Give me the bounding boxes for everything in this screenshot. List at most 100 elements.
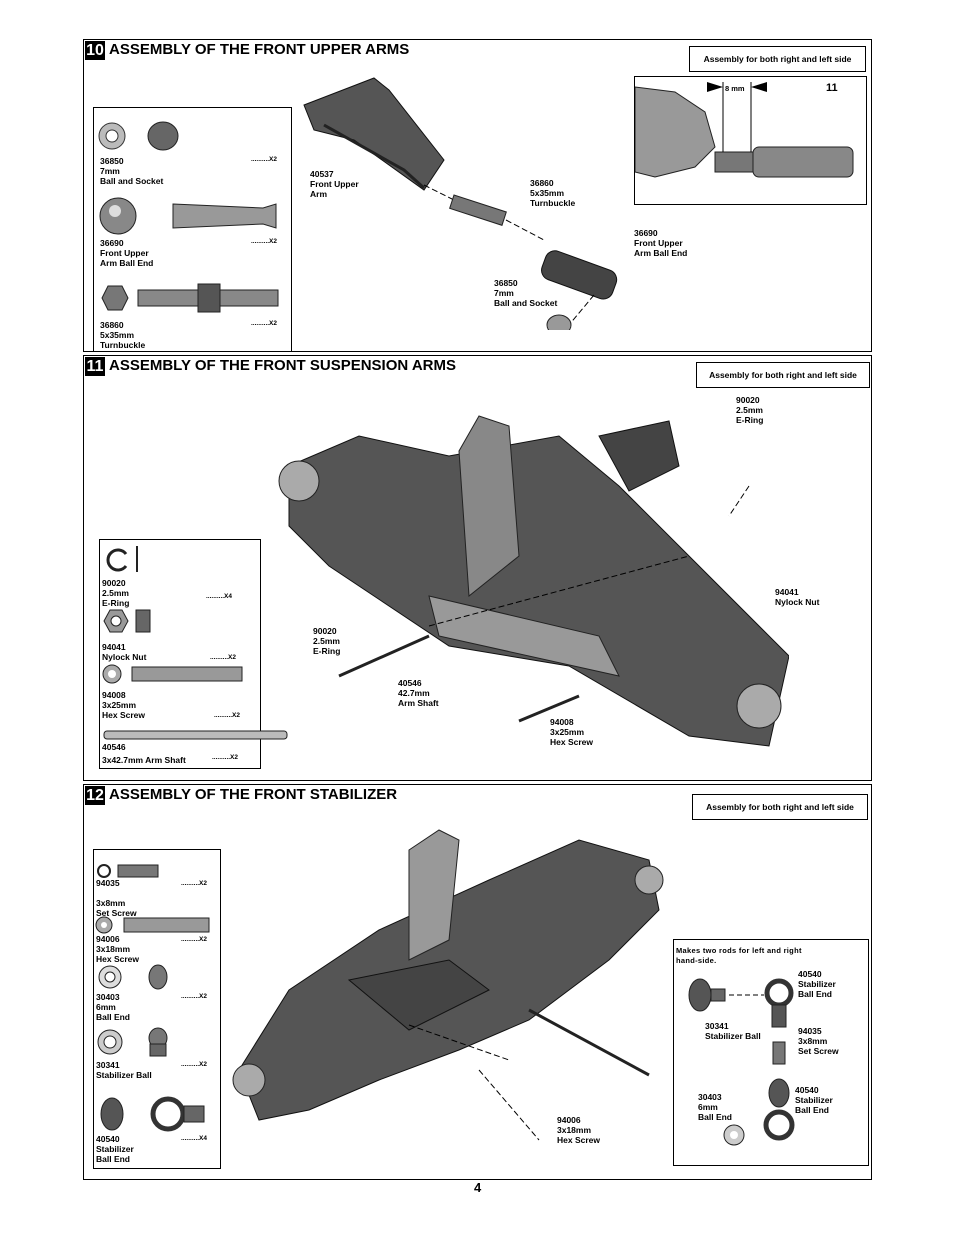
part-desc: 2.5mm E-Ring bbox=[102, 588, 130, 608]
turnbuckle-length-diagram bbox=[635, 82, 854, 178]
part-code: 36860 bbox=[100, 320, 124, 330]
part-code: 90020 bbox=[102, 578, 126, 588]
inset-instruction: Makes two rods for left and right hand-s… bbox=[676, 946, 802, 965]
section-title: ASSEMBLY OF THE FRONT UPPER ARMS bbox=[109, 41, 410, 58]
part-qty: ..........X2 bbox=[181, 1061, 208, 1068]
step-number: 12 bbox=[85, 786, 105, 805]
both-sides-note: Assembly for both right and left side bbox=[696, 362, 870, 388]
part-qty: ..........X4 bbox=[181, 1135, 208, 1142]
step-number: 11 bbox=[85, 357, 105, 376]
part-desc: 7mm Ball and Socket bbox=[100, 166, 164, 186]
part-code: 30341 bbox=[96, 1060, 120, 1070]
part-qty: ..........X2 bbox=[181, 880, 208, 887]
part-qty: ..........X2 bbox=[251, 156, 278, 163]
part-code: 36850 bbox=[100, 156, 124, 166]
part-desc: Stabilizer Ball End bbox=[96, 1144, 134, 1164]
part-code: 94041 bbox=[102, 642, 126, 652]
part-qty: ..........X2 bbox=[214, 712, 241, 719]
section-12: 12 ASSEMBLY OF THE FRONT STABILIZER Asse… bbox=[83, 784, 872, 1180]
part-desc: Front Upper Arm Ball End bbox=[100, 248, 154, 268]
inset-callout-30403: 30403 6mm Ball End bbox=[698, 1092, 733, 1122]
part-code: 94006 bbox=[96, 934, 120, 944]
both-sides-note: Assembly for both right and left side bbox=[692, 794, 868, 820]
part-qty: ..........X2 bbox=[210, 654, 237, 661]
callout-36850: 36850 7mm Ball and Socket bbox=[494, 278, 558, 308]
nylock-nut-icon bbox=[103, 609, 151, 633]
stabilizer-ball-icon bbox=[97, 1027, 168, 1057]
part-94035-label: 94035 3x8mm Set Screw bbox=[96, 878, 137, 918]
dimension-label: 8 mm bbox=[725, 84, 745, 93]
part-qty: ..........X2 bbox=[251, 320, 278, 327]
inset-callout-40540-top: 40540 Stabilizer Ball End bbox=[798, 969, 836, 999]
part-code: 94008 bbox=[102, 690, 126, 700]
section-title: ASSEMBLY OF THE FRONT STABILIZER bbox=[109, 786, 398, 803]
ball-end-icon bbox=[99, 197, 277, 235]
stabilizer-chassis-diagram bbox=[232, 829, 664, 1141]
reference-step: 11 bbox=[826, 82, 838, 94]
hex-screw-icon bbox=[102, 664, 243, 684]
inset-callout-40540-bottom: 40540 Stabilizer Ball End bbox=[795, 1085, 833, 1115]
part-qty: ..........X4 bbox=[206, 593, 233, 600]
arm-shaft-icon bbox=[103, 730, 288, 740]
part-desc: 5x35mm Turnbuckle bbox=[100, 330, 146, 350]
callout-arm-shaft: 40546 42.7mm Arm Shaft bbox=[398, 678, 439, 708]
front-chassis-diagram bbox=[278, 415, 789, 747]
inset-callout-94035: 94035 3x8mm Set Screw bbox=[798, 1026, 839, 1056]
part-desc: 3x18mm Hex Screw bbox=[96, 944, 139, 964]
step-number: 10 bbox=[85, 41, 105, 60]
turnbuckle-icon bbox=[101, 283, 279, 313]
callout-36690: 36690 Front Upper Arm Ball End bbox=[634, 228, 688, 258]
part-desc: 3x25mm Hex Screw bbox=[102, 700, 145, 720]
section-11: 11 ASSEMBLY OF THE FRONT SUSPENSION ARMS… bbox=[83, 355, 872, 781]
ball-end-6mm-icon bbox=[98, 964, 168, 990]
set-screw-icon bbox=[97, 864, 159, 878]
section-10: 10 ASSEMBLY OF THE FRONT UPPER ARMS Asse… bbox=[83, 39, 872, 352]
upper-arm-exploded-diagram bbox=[303, 77, 618, 330]
part-qty: ..........X2 bbox=[181, 993, 208, 1000]
hex-screw-icon bbox=[95, 916, 210, 934]
ball-socket-icon bbox=[98, 121, 179, 151]
part-40546-code: 40546 bbox=[102, 742, 126, 752]
part-desc: Stabilizer Ball bbox=[96, 1070, 152, 1080]
stabilizer-ball-end-icon bbox=[100, 1096, 205, 1132]
length-detail-inset: 8 mm 11 bbox=[634, 76, 867, 205]
part-qty: ..........X2 bbox=[181, 936, 208, 943]
part-code: 30403 bbox=[96, 992, 120, 1002]
part-40546-desc: 3x42.7mm Arm Shaft bbox=[102, 755, 186, 765]
stabilizer-rod-parts-diagram bbox=[688, 978, 795, 1146]
stabilizer-rod-inset: Makes two rods for left and right hand-s… bbox=[673, 939, 869, 1166]
part-code: 94035 bbox=[96, 878, 120, 888]
section-title: ASSEMBLY OF THE FRONT SUSPENSION ARMS bbox=[109, 357, 456, 374]
callout-nylock-nut: 94041 Nylock Nut bbox=[775, 587, 820, 607]
callout-36860: 36860 5x35mm Turnbuckle bbox=[530, 178, 576, 208]
both-sides-note: Assembly for both right and left side bbox=[689, 46, 866, 72]
callout-hex-screw: 94008 3x25mm Hex Screw bbox=[550, 717, 593, 747]
part-qty: ..........X2 bbox=[251, 238, 278, 245]
e-ring-icon bbox=[106, 546, 138, 572]
inset-callout-30341: 30341 Stabilizer Ball bbox=[705, 1021, 761, 1041]
page-number: 4 bbox=[474, 1180, 482, 1195]
callout-40537: 40537 Front Upper Arm bbox=[310, 169, 359, 199]
part-code: 36690 bbox=[100, 238, 124, 248]
callout-ering-top: 90020 2.5mm E-Ring bbox=[736, 395, 764, 425]
callout-hex-screw: 94006 3x18mm Hex Screw bbox=[557, 1115, 600, 1145]
part-desc: 3x8mm Set Screw bbox=[96, 898, 137, 918]
part-code: 40540 bbox=[96, 1134, 120, 1144]
part-qty: ..........X2 bbox=[212, 754, 239, 761]
callout-ering-left: 90020 2.5mm E-Ring bbox=[313, 626, 341, 656]
part-desc: 6mm Ball End bbox=[96, 1002, 131, 1022]
part-desc: Nylock Nut bbox=[102, 652, 147, 662]
